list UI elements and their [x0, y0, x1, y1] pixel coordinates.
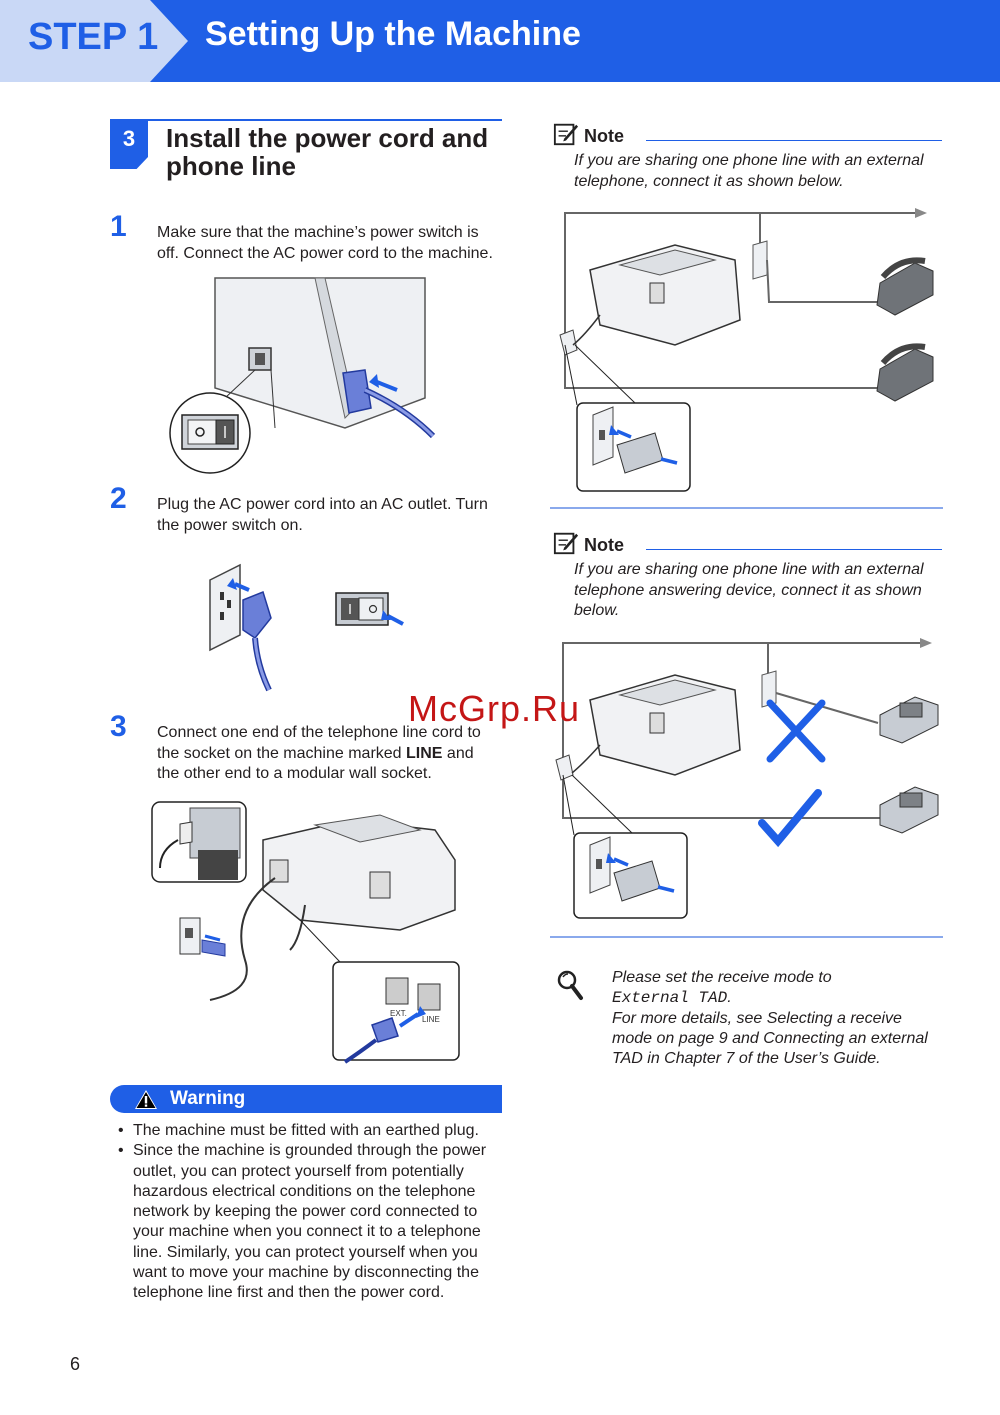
reference-text: Please set the receive mode to External …	[612, 968, 952, 1069]
warning-icon	[135, 1090, 157, 1109]
reference-line-3: For more details, see Selecting a receiv…	[612, 1009, 902, 1027]
ext-port-label: EXT.	[390, 1009, 407, 1018]
note-icon	[553, 532, 579, 555]
warning-bar	[110, 1085, 502, 1113]
note-separator-2	[550, 936, 943, 938]
phone-line-illustration: EXT. LINE	[151, 801, 460, 1064]
note-1-rule	[646, 140, 942, 141]
answering-device-diagram	[555, 638, 939, 919]
section-title: Install the power cord and phone line	[166, 124, 506, 180]
step-1-line-1: Make sure that the machine’s power switc…	[157, 224, 479, 241]
step-2-line-2: the power switch on.	[157, 516, 303, 534]
line-port-label: LINE	[422, 1015, 440, 1024]
warning-item-2-line-4: network by keeping the power cord connec…	[133, 1203, 478, 1221]
warning-item-2-line-7: want to move your machine by disconnecti…	[133, 1264, 479, 1282]
watermark: McGrp.Ru	[408, 688, 581, 729]
step-2-text: Plug the AC power cord into an AC outlet…	[157, 495, 507, 536]
step-3-line-3: the other end to a modular wall socket.	[157, 765, 432, 782]
power-cord-illustration	[169, 277, 436, 474]
note-icon	[553, 123, 579, 146]
section-number-badge: 3	[110, 121, 148, 169]
note-1-text: If you are sharing one phone line with a…	[574, 151, 954, 192]
reference-line-4: mode on page 9 and Connecting an externa…	[612, 1029, 928, 1047]
step-2-number: 2	[110, 482, 127, 515]
warning-item-2-line-8: telephone line first and then the power …	[133, 1284, 445, 1302]
step-3-line-label: LINE	[406, 744, 443, 762]
note-1-line-2: telephone, connect it as shown below.	[574, 172, 844, 190]
step-3-line-1: Connect one end of the telephone line co…	[157, 724, 481, 741]
note-2-line-1: If you are sharing one phone line with a…	[574, 561, 924, 578]
step-label: STEP 1	[28, 16, 159, 58]
warning-item-2-line-5: your machine when you connect it to a te…	[133, 1223, 481, 1241]
step-3-line-2: the socket on the machine marked LINE an…	[157, 744, 507, 765]
external-telephone-diagram	[559, 208, 934, 492]
warning-item-2-line-6: line. Similarly, you can protect yoursel…	[133, 1243, 478, 1261]
magnifier-icon	[557, 970, 583, 1000]
warning-item: • Since the machine is grounded through …	[118, 1141, 508, 1303]
step-1-number: 1	[110, 210, 127, 243]
section-rule	[110, 119, 502, 121]
note-2-label: Note	[584, 535, 624, 555]
note-1-line-1: If you are sharing one phone line with a…	[574, 152, 924, 169]
step-1-text: Make sure that the machine’s power switc…	[157, 223, 507, 264]
receive-mode-value: External TAD	[612, 989, 728, 1008]
step-3-text: Connect one end of the telephone line co…	[157, 723, 507, 785]
warning-title: Warning	[170, 1088, 246, 1109]
page-title: Setting Up the Machine	[205, 15, 581, 53]
note-separator-1	[550, 507, 943, 509]
step-tab	[0, 0, 188, 82]
note-2-text: If you are sharing one phone line with a…	[574, 560, 954, 622]
section-title-line-2: phone line	[166, 151, 296, 181]
note-2-rule	[646, 549, 942, 550]
page-number: 6	[70, 1354, 81, 1374]
step-3-number: 3	[110, 710, 127, 743]
step-2-line-1: Plug the AC power cord into an AC outlet…	[157, 496, 488, 513]
section-title-line-1: Install the power cord and	[166, 123, 489, 153]
warning-item-2-line-3: hazardous electrical conditions on the t…	[133, 1182, 476, 1200]
outlet-illustration	[209, 563, 404, 692]
step-1-line-2: off. Connect the AC power cord to the ma…	[157, 244, 493, 262]
warning-item: •The machine must be fitted with an eart…	[118, 1122, 479, 1139]
receive-mode-suffix: .	[727, 989, 732, 1007]
note-2-line-2: telephone answering device, connect it a…	[574, 581, 922, 599]
step-3-line-2-pre: the socket on the machine marked	[157, 744, 407, 762]
reference-line-5: TAD in Chapter 7 of the User’s Guide.	[612, 1050, 881, 1068]
warning-item-2-line-1: Since the machine is grounded through th…	[133, 1142, 487, 1160]
note-2-line-3: below.	[574, 602, 620, 619]
note-1-label: Note	[584, 126, 624, 146]
warning-item-2-line-2: outlet, you can protect yourself from po…	[133, 1162, 464, 1180]
warning-list: •The machine must be fitted with an eart…	[118, 1121, 508, 1304]
reference-line-1: Please set the receive mode to	[612, 969, 832, 986]
warning-item-1-line-1: The machine must be fitted with an earth…	[133, 1122, 479, 1139]
step-3-line-2-post: and	[442, 744, 474, 762]
reference-mode-line: External TAD.	[612, 988, 952, 1008]
